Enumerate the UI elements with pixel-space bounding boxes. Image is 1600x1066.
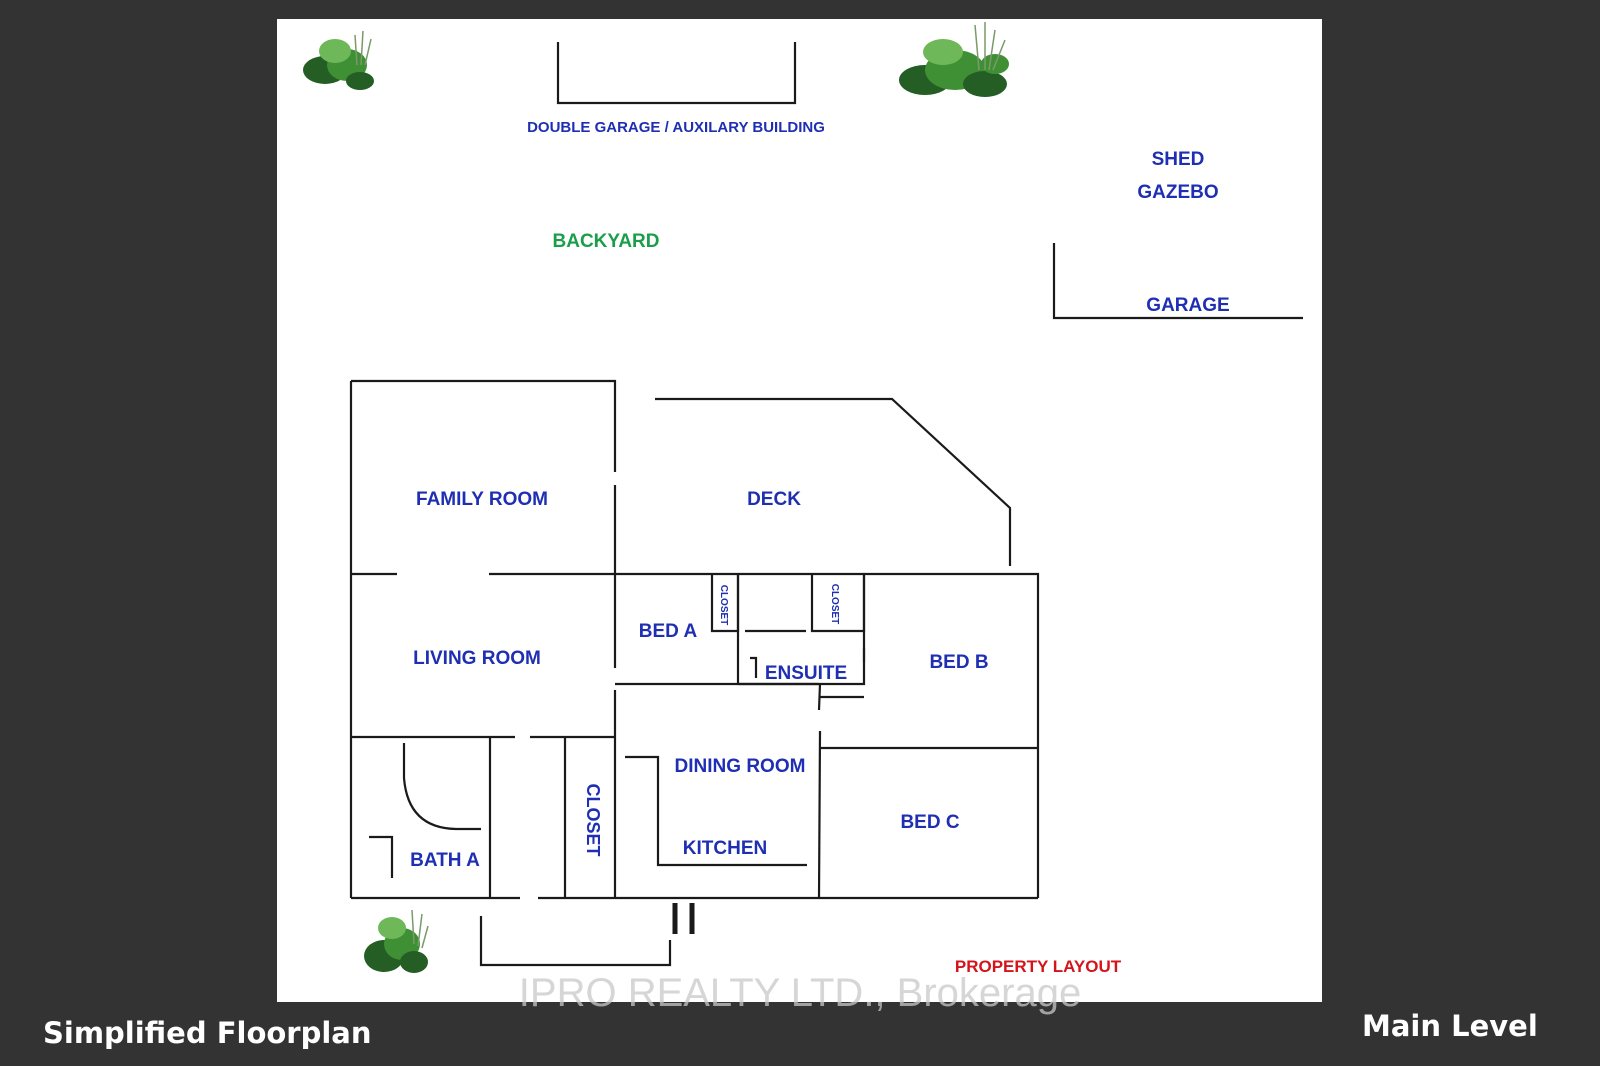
backyard-label: BACKYARD bbox=[553, 231, 660, 252]
bed-b-label: BED B bbox=[929, 652, 988, 673]
bed-c-label: BED C bbox=[900, 812, 959, 833]
closet-hall-label: CLOSET bbox=[583, 783, 603, 856]
living-room-label: LIVING ROOM bbox=[413, 648, 541, 669]
deck-label: DECK bbox=[747, 489, 801, 510]
floorplan-walls bbox=[349, 42, 1303, 967]
family-room-wall bbox=[351, 379, 617, 472]
garage-label: GARAGE bbox=[1146, 295, 1229, 316]
family-room-label: FAMILY ROOM bbox=[416, 489, 548, 510]
shed-label: SHED bbox=[1152, 149, 1205, 170]
garage-outline bbox=[1052, 243, 1303, 320]
dining-room-label: DINING ROOM bbox=[675, 756, 806, 777]
front-door bbox=[672, 903, 695, 934]
plant-icon bbox=[364, 909, 429, 973]
ensuite-label: ENSUITE bbox=[765, 663, 847, 684]
closet-a-label: CLOSET bbox=[718, 585, 729, 626]
floorplan-sheet bbox=[277, 19, 1322, 1002]
bath-shower-curve bbox=[402, 743, 481, 831]
caption-simplified-floorplan: Simplified Floorplan bbox=[43, 1016, 372, 1050]
kitchen-label: KITCHEN bbox=[683, 838, 767, 859]
gazebo-label: GAZEBO bbox=[1137, 182, 1218, 203]
bath-a-label: BATH A bbox=[410, 850, 480, 871]
double-garage-label: DOUBLE GARAGE / AUXILARY BUILDING bbox=[527, 119, 825, 136]
front-walkway bbox=[479, 916, 672, 967]
plant-icon bbox=[303, 30, 374, 90]
plant-icon bbox=[899, 22, 1009, 97]
watermark-text: IPRO REALTY LTD., Brokerage bbox=[519, 971, 1081, 1015]
property-layout-label: PROPERTY LAYOUT bbox=[955, 957, 1122, 976]
bed-a-label: BED A bbox=[639, 621, 698, 642]
closet-b-label: CLOSET bbox=[829, 584, 840, 625]
double-garage-outline bbox=[556, 42, 797, 105]
caption-main-level: Main Level bbox=[1362, 1009, 1538, 1043]
kitchen-counter bbox=[625, 755, 807, 867]
deck-outline bbox=[655, 397, 1012, 566]
